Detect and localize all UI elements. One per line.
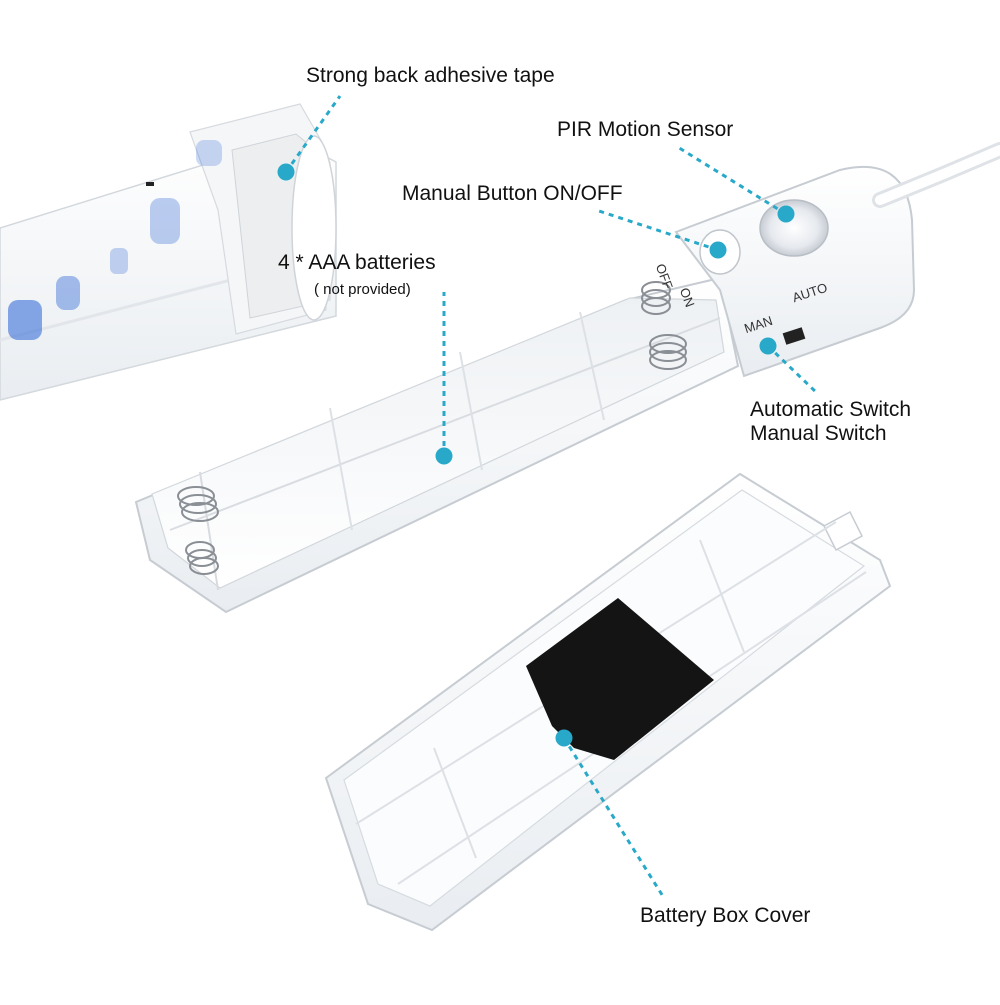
battery-tray — [134, 142, 1000, 614]
batteries-label: 4 * AAA batteries — [278, 251, 436, 274]
felt-pad — [526, 598, 714, 760]
battery-cover-label: Battery Box Cover — [640, 904, 811, 927]
pir-lens — [759, 199, 829, 257]
spring-contacts-right — [641, 281, 687, 370]
callout-dots — [277, 163, 795, 747]
manual-button-label: Manual Button ON/OFF — [402, 182, 623, 205]
tape-print — [8, 140, 222, 340]
battery-cover — [324, 472, 892, 932]
automatic-switch-label: Automatic Switch — [750, 398, 912, 421]
spring-contacts-left — [177, 486, 219, 575]
batteries-note: ( not provided) — [314, 281, 411, 298]
callouts — [284, 95, 820, 899]
pir-sensor-label: PIR Motion Sensor — [557, 118, 734, 141]
manual-switch-label: Manual Switch — [750, 422, 887, 445]
adhesive-tape-label: Strong back adhesive tape — [306, 64, 555, 87]
mode-switch — [782, 327, 806, 345]
